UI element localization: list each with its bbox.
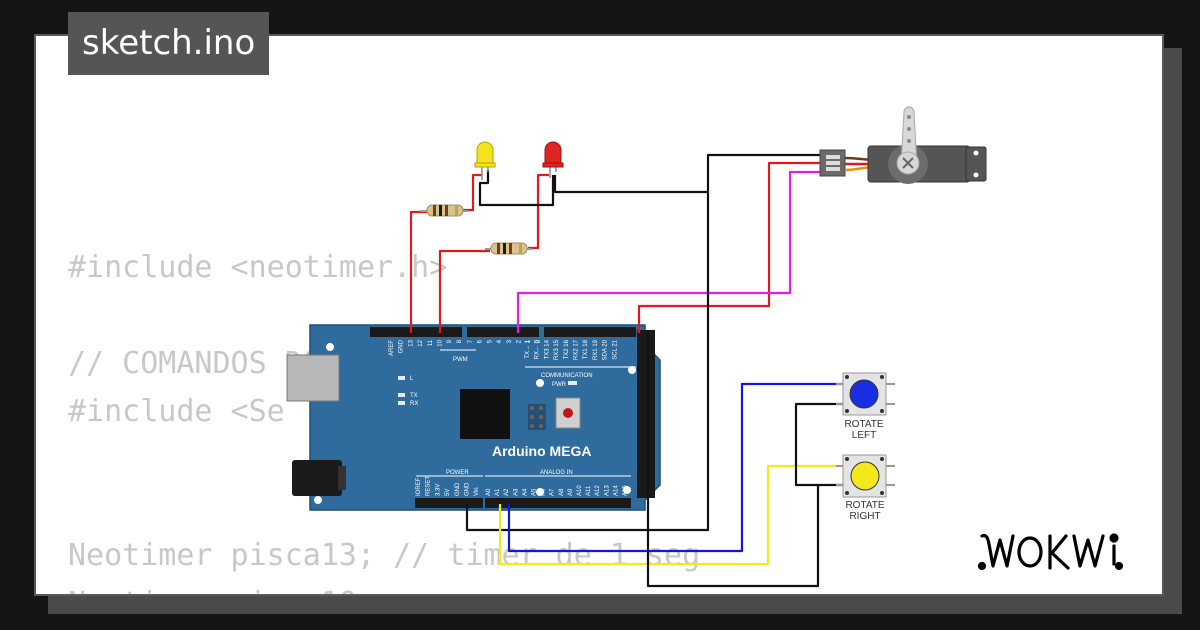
comm-pin-label: TX3 14	[544, 339, 550, 359]
project-title[interactable]: sketch.ino	[68, 12, 270, 75]
analog-pin-label: A11	[586, 485, 592, 496]
analog-pin-label: A3	[513, 488, 519, 496]
resistor-1[interactable]	[420, 204, 468, 217]
wire-black-servo	[553, 153, 820, 194]
digital-pin-label: 9	[447, 339, 453, 343]
wire-yellow-button	[498, 464, 843, 566]
power-label: POWER	[446, 470, 469, 476]
analog-pin-label: A8	[559, 488, 565, 496]
wire-black-gnd	[465, 192, 710, 532]
wire-red-pin13	[409, 210, 427, 333]
power-pin-label: 5V	[445, 489, 451, 496]
usb-port	[286, 354, 340, 402]
mcu-chip	[460, 389, 510, 439]
rotate-right-button[interactable]	[836, 454, 895, 498]
digital-pin-label: 12	[418, 339, 424, 346]
pwm-pin-label: 2	[517, 339, 523, 343]
analog-pin-label: A13	[604, 485, 610, 496]
pwr-label: PWR	[552, 382, 567, 388]
digital-pin-label: AREF	[389, 340, 395, 356]
analog-pin-label: A7	[550, 488, 556, 496]
power-pin-label: GND	[465, 482, 471, 496]
digital-pin-label: GND	[399, 339, 405, 353]
dc-jack	[292, 460, 342, 496]
analog-pin-label: A4	[522, 488, 528, 496]
analog-pin-label: A9	[568, 488, 574, 496]
arduino-mega-board[interactable]	[286, 324, 661, 511]
wire-blue-button	[507, 382, 843, 553]
analog-pin-label: A5	[532, 488, 538, 496]
icsp-header	[528, 404, 546, 430]
analog-pin-label: A2	[504, 488, 510, 496]
led-l-label: L	[410, 376, 414, 382]
resistor-2[interactable]	[485, 242, 532, 255]
pwm-pin-label: 1	[526, 339, 532, 343]
power-pin-label: GND	[455, 482, 461, 496]
analog-pin-label: A10	[577, 485, 583, 496]
rotate-right-label-2: RIGHT	[849, 511, 880, 522]
analog-pin-label: A0	[486, 488, 492, 496]
comm-pin-label: RX1 19	[593, 339, 599, 360]
digital-pin-label: 8	[457, 339, 463, 343]
comm-pin-label: RX← 0	[535, 339, 541, 359]
comm-pin-label: SCL 21	[612, 339, 618, 359]
code-line: #include <Se	[68, 394, 285, 429]
comm-pin-label: SDA 20	[603, 339, 609, 360]
comm-pin-label: RX3 15	[554, 339, 560, 360]
wire-red-servo	[637, 161, 820, 333]
wire-black-buttons-gnd	[646, 333, 820, 588]
led-rx-label: RX	[410, 401, 418, 407]
pwm-label: PWM	[453, 357, 468, 363]
pwm-pin-label: 3	[507, 339, 513, 343]
servo-motor[interactable]	[819, 106, 987, 184]
power-pin-label: RESET	[426, 476, 432, 496]
power-pin-label: Vin	[474, 487, 480, 496]
wire-black-buttons	[794, 402, 843, 487]
comm-pin-label: TX→ 1	[525, 339, 531, 358]
wire-black-leds	[478, 170, 555, 207]
pwm-pin-label: 4	[497, 339, 503, 343]
pwm-pin-label: 7	[468, 339, 474, 343]
pwm-pin-label: 0	[536, 339, 542, 343]
rotate-left-label-1: ROTATE	[844, 419, 883, 430]
analog-in-label: ANALOG IN	[540, 470, 573, 476]
wire-magenta-servo	[516, 170, 820, 333]
digital-pin-label: 10	[438, 339, 444, 346]
wires	[409, 153, 843, 588]
pwm-pin-label: 6	[478, 339, 484, 343]
analog-pin-label: A6	[541, 488, 547, 496]
rotate-right-label-1: ROTATE	[845, 500, 884, 511]
wire-red-pin10	[438, 249, 490, 333]
analog-pin-label: A15	[623, 485, 629, 496]
analog-pin-label: A14	[613, 485, 619, 496]
led-yellow[interactable]	[474, 141, 496, 180]
led-tx-label: TX	[410, 393, 418, 399]
digital-pin-label: 11	[428, 339, 434, 346]
code-line: Neotimer pisca13; // timer de 1 seg	[68, 538, 701, 573]
communication-label: COMMUNICATION	[541, 373, 593, 379]
rotate-left-label-2: LEFT	[852, 430, 876, 441]
led-red[interactable]	[542, 141, 564, 178]
power-pin-label: 3.3V	[435, 484, 441, 496]
wokwi-logo	[977, 533, 1124, 571]
digital-pin-label: 13	[408, 339, 414, 346]
code-line: Neotimer pisca10;	[68, 580, 700, 594]
pwm-pin-label: 5	[487, 339, 493, 343]
rotate-left-button[interactable]	[836, 372, 895, 416]
analog-pin-label: A1	[495, 488, 501, 496]
comm-pin-label: RX2 17	[574, 339, 580, 360]
comm-pin-label: TX2 16	[564, 339, 570, 359]
analog-pin-label: A12	[595, 485, 601, 496]
wire-red-led2	[528, 173, 549, 250]
comm-pin-label: TX1 18	[583, 339, 589, 359]
board-name: Arduino MEGA	[492, 443, 592, 459]
power-pin-label: IOREF	[416, 477, 422, 496]
